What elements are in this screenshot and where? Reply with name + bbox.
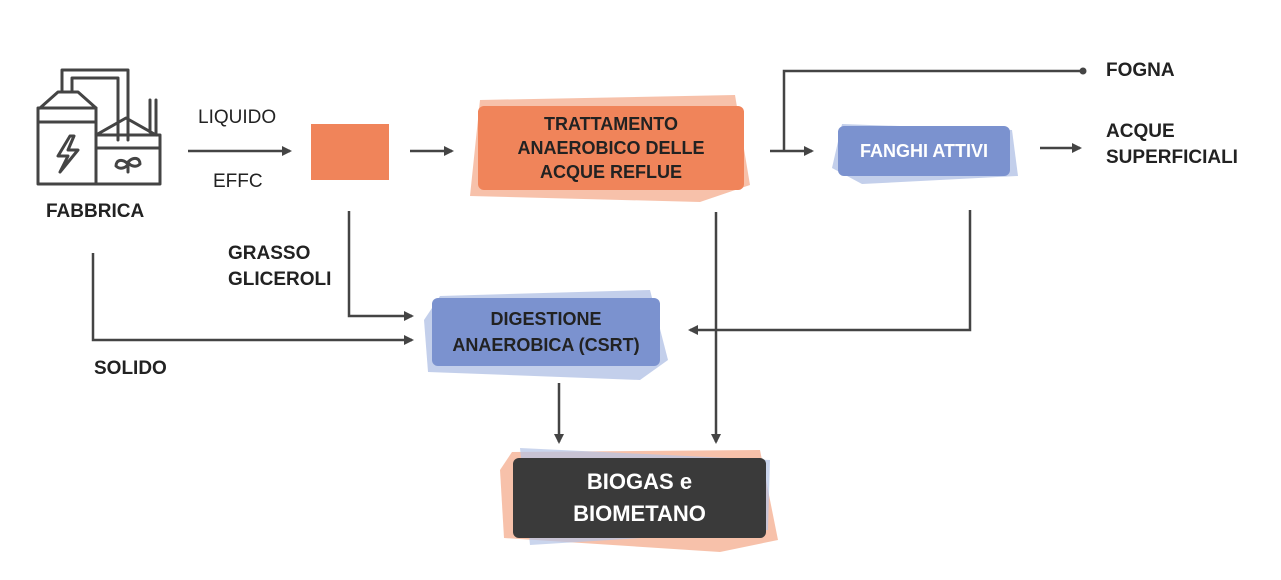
edge-fat-digestion	[347, 211, 414, 321]
fat-label-line1: GRASSO	[228, 243, 311, 264]
anaerobic-treatment-node	[470, 95, 750, 202]
biogas-node	[500, 448, 778, 552]
surface-label-line2: SUPERFICIALI	[1106, 147, 1238, 168]
fat-label-line2: GLICEROLI	[228, 269, 332, 290]
sewer-endpoint	[1079, 67, 1087, 75]
liquid-label: LIQUIDO	[198, 107, 277, 128]
factory-label: FABBRICA	[46, 201, 145, 222]
factory-icon	[36, 68, 162, 186]
solid-label: SOLIDO	[94, 358, 167, 379]
effc-label: EFFC	[213, 171, 263, 192]
anaerobic-treatment-label: TRATTAMENTO ANAEROBICO DELLE ACQUE REFLU…	[517, 114, 705, 182]
anaerobic-digestion-label: DIGESTIONE ANAEROBICA (CSRT)	[452, 309, 640, 355]
connectors	[91, 69, 1082, 444]
anaerobic-digestion-node	[424, 290, 668, 380]
sewer-label: FOGNA	[1106, 60, 1175, 81]
edge-sewer	[782, 69, 1082, 151]
activated-sludge-label: FANGHI ATTIVI	[860, 140, 988, 161]
biogas-label: BIOGAS e BIOMETANO	[573, 469, 706, 526]
effc-box	[311, 124, 389, 180]
surface-label-line1: ACQUE	[1106, 121, 1175, 142]
activated-sludge-node	[832, 124, 1018, 184]
edge-sludge-digestion	[688, 210, 972, 335]
edge-solid-digestion	[91, 253, 414, 345]
